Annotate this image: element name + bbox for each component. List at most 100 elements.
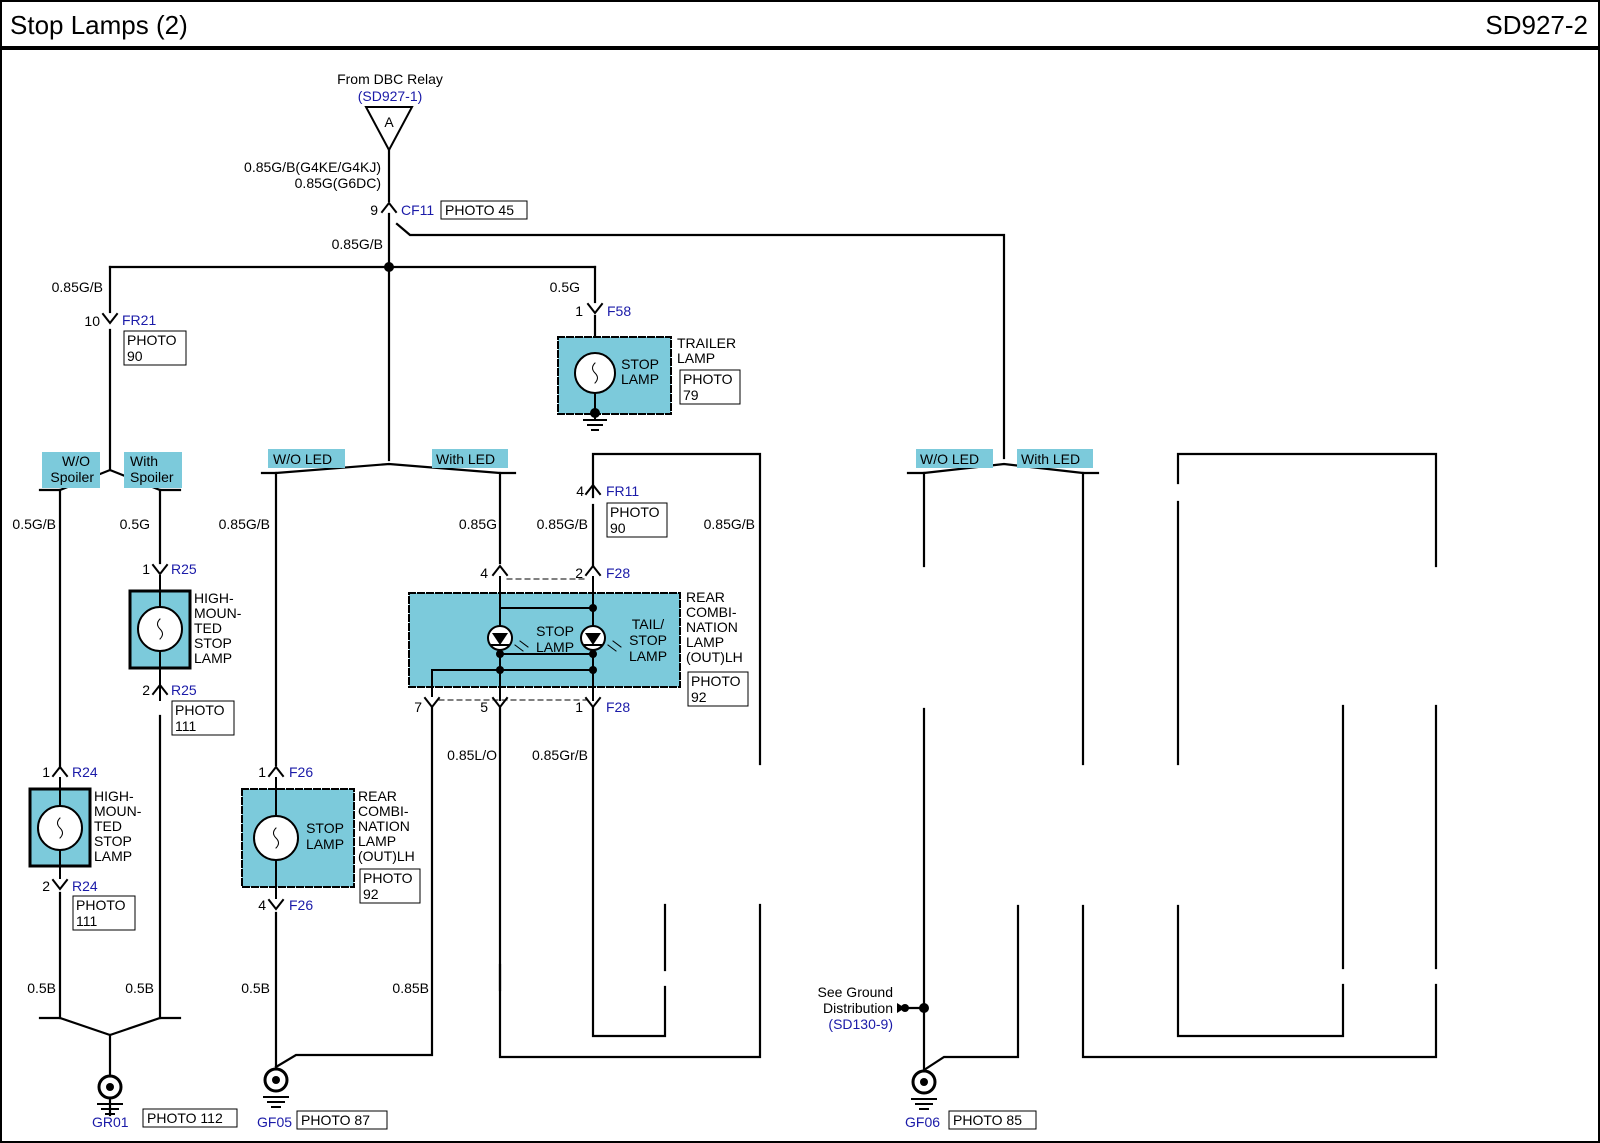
- photo-label: PHOTO: [683, 371, 733, 387]
- wire-label: 0.85G/B: [332, 236, 383, 252]
- connector-symbol: [423, 696, 441, 709]
- lamp-label: TAIL/: [632, 616, 665, 632]
- component-name: TRAILER: [677, 335, 736, 351]
- photo-box: [606, 502, 668, 538]
- photo-box: [440, 200, 528, 220]
- option-tag: W/O LED: [273, 451, 332, 467]
- pin-number: 2: [142, 682, 150, 698]
- lamp-label: STOP: [629, 632, 667, 648]
- photo-label: 90: [610, 520, 626, 536]
- connector-symbol: [151, 683, 169, 696]
- connector-label: R25: [171, 561, 197, 577]
- component-name: HIGH-: [194, 590, 234, 606]
- pin-number: 7: [414, 699, 422, 715]
- ground-label: GF05: [257, 1114, 292, 1130]
- wire-label: 0.85G/B: [537, 516, 588, 532]
- photo-label: PHOTO 45: [445, 202, 514, 218]
- option-tag: Spoiler: [130, 469, 174, 485]
- connector-symbol: [586, 302, 604, 315]
- component-name: COMBI-: [686, 604, 737, 620]
- photo-box: [296, 1110, 388, 1130]
- trailer-lamp-box: [557, 336, 672, 415]
- photo-label: 79: [683, 387, 699, 403]
- component-name: REAR: [686, 589, 725, 605]
- filament-icon: [157, 618, 163, 640]
- component-name: MOUN-: [94, 803, 142, 819]
- photo-label: 111: [76, 913, 97, 929]
- photo-box: [679, 369, 741, 405]
- wire-label: 0.85G/B: [704, 516, 755, 532]
- header-bar: Stop Lamps (2) SD927-2: [0, 0, 1600, 50]
- pin-number: 1: [575, 303, 583, 319]
- pin-number: 4: [480, 565, 488, 581]
- connector-label: R24: [72, 764, 98, 780]
- connector-symbol: [267, 765, 285, 778]
- component-name: NATION: [686, 619, 738, 635]
- wire-label: 0.85G/B(G4KE/G4KJ): [244, 159, 381, 175]
- photo-box: [142, 1108, 238, 1128]
- pin-number: 5: [480, 699, 488, 715]
- ground-ref: (SD130-9): [828, 1016, 893, 1032]
- lamp-label: LAMP: [629, 648, 667, 664]
- photo-label: PHOTO: [127, 332, 177, 348]
- ground-gf05: [263, 1067, 289, 1108]
- option-tag: With: [130, 453, 158, 469]
- connector-label: F28: [606, 565, 630, 581]
- wire-label: 0.5B: [241, 980, 270, 996]
- wire-label: 0.85G/B: [52, 279, 103, 295]
- lamp-label: LAMP: [621, 371, 659, 387]
- lamp-label: STOP: [621, 356, 659, 372]
- component-name: LAMP: [194, 650, 232, 666]
- pin-number: 4: [258, 897, 266, 913]
- photo-label: PHOTO: [691, 673, 741, 689]
- photo-label: PHOTO: [175, 702, 225, 718]
- photo-label: 92: [691, 689, 707, 705]
- wire-label: 0.85G: [459, 516, 497, 532]
- component-name: LAMP: [686, 634, 724, 650]
- photo-box: [123, 330, 187, 366]
- wire-label: 0.5G: [550, 279, 580, 295]
- ground-icon: [590, 408, 600, 418]
- photo-label: PHOTO 85: [953, 1112, 1022, 1128]
- component-name: NATION: [358, 818, 410, 834]
- connector-label: F26: [289, 897, 313, 913]
- option-tag: W/O: [62, 453, 90, 469]
- connector-label: FR21: [122, 312, 156, 328]
- pin-number: 10: [84, 313, 100, 329]
- component-name: COMBI-: [358, 803, 409, 819]
- component-name: STOP: [194, 635, 232, 651]
- component-name: MOUN-: [194, 605, 242, 621]
- photo-box: [171, 700, 235, 736]
- photo-label: PHOTO 87: [301, 1112, 370, 1128]
- source-connector-letter: A: [384, 114, 394, 130]
- connector-label: CF11: [401, 202, 434, 218]
- photo-label: 90: [127, 348, 143, 364]
- component-name: TED: [94, 818, 122, 834]
- connector-symbol: [491, 696, 509, 709]
- component-name: TED: [194, 620, 222, 636]
- component-name: STOP: [94, 833, 132, 849]
- ground-gf06: [911, 1069, 937, 1110]
- option-tag: With LED: [436, 451, 495, 467]
- wire-label: 0.85G(G6DC): [295, 175, 381, 191]
- pin-number: 1: [142, 561, 150, 577]
- photo-label: PHOTO 112: [147, 1110, 223, 1126]
- connector-label: FR11: [606, 483, 639, 499]
- wires: [38, 148, 1438, 1117]
- filament-icon: [57, 817, 63, 839]
- connector-symbol: [51, 878, 69, 891]
- photo-label: PHOTO: [76, 897, 126, 913]
- wire-label: 0.5G: [120, 516, 150, 532]
- wire-label: 0.85B: [392, 980, 429, 996]
- component-name: HIGH-: [94, 788, 134, 804]
- source-label: From DBC Relay: [337, 71, 443, 87]
- source-triangle: [364, 106, 414, 153]
- page-code: SD927-2: [1485, 10, 1588, 40]
- pin-number: 9: [370, 202, 378, 218]
- connector-symbol: [51, 765, 69, 778]
- component-name: LAMP: [94, 848, 132, 864]
- page-title: Stop Lamps (2): [10, 10, 188, 40]
- connector-label: F26: [289, 764, 313, 780]
